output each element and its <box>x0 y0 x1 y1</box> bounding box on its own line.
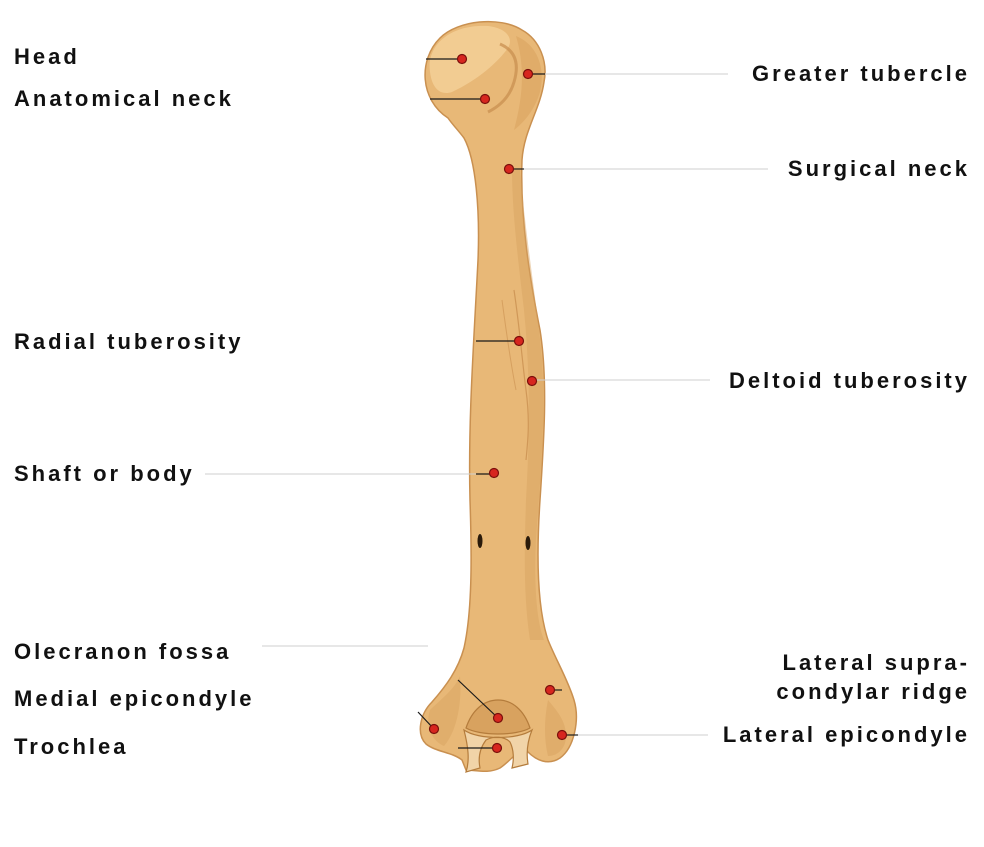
pin-head <box>456 53 468 65</box>
humerus-bone <box>419 20 578 773</box>
pin-greater-tubercle <box>522 68 534 80</box>
pin-olecranon-fossa <box>492 712 504 724</box>
labels: Head Anatomical neck Greater tubercle Su… <box>14 44 971 759</box>
label-supracondylar-ridge-1: Lateral supra- <box>783 650 971 675</box>
pin-surgical-neck <box>503 163 515 175</box>
trochlea-spool <box>463 728 534 773</box>
label-surgical-neck: Surgical neck <box>788 156 970 181</box>
label-greater-tubercle: Greater tubercle <box>752 61 970 86</box>
pin-medial-epicondyle <box>428 723 440 735</box>
nutrient-foramen-right <box>525 536 531 550</box>
anatomical-neck-groove <box>487 42 518 114</box>
greater-tubercle-shade <box>514 36 542 130</box>
label-supracondylar-ridge-2: condylar ridge <box>776 679 970 704</box>
pin-supracondylar-ridge <box>544 684 556 696</box>
pin-deltoid-tuberosity <box>526 375 538 387</box>
label-trochlea: Trochlea <box>14 734 128 759</box>
label-head: Head <box>14 44 80 69</box>
label-olecranon-fossa: Olecranon fossa <box>14 639 231 664</box>
bone-head-highlight <box>429 25 510 94</box>
label-medial-epicondyle: Medial epicondyle <box>14 686 255 711</box>
label-shaft-body: Shaft or body <box>14 461 195 486</box>
shaft-shade <box>512 170 544 640</box>
leader-lines <box>205 58 768 749</box>
pin-shaft <box>488 467 500 479</box>
bone-body <box>419 20 578 773</box>
deltoid-ridge-line-1 <box>513 289 529 461</box>
pin-lateral-epicondyle <box>556 729 568 741</box>
label-lateral-epicondyle: Lateral epicondyle <box>723 722 970 747</box>
label-deltoid-tuberosity: Deltoid tuberosity <box>729 368 970 393</box>
nutrient-foramen-left <box>477 534 483 548</box>
lateral-condyle-shade <box>545 700 566 756</box>
deltoid-ridge-line-2 <box>501 299 517 391</box>
label-radial-tuberosity: Radial tuberosity <box>14 329 243 354</box>
pin-trochlea <box>491 742 503 754</box>
marker-pins <box>428 53 568 754</box>
leader-olecranon-diagonal <box>457 679 499 719</box>
label-anatomical-neck: Anatomical neck <box>14 86 234 111</box>
pin-radial-tuberosity <box>513 335 525 347</box>
pin-anatomical-neck <box>479 93 491 105</box>
